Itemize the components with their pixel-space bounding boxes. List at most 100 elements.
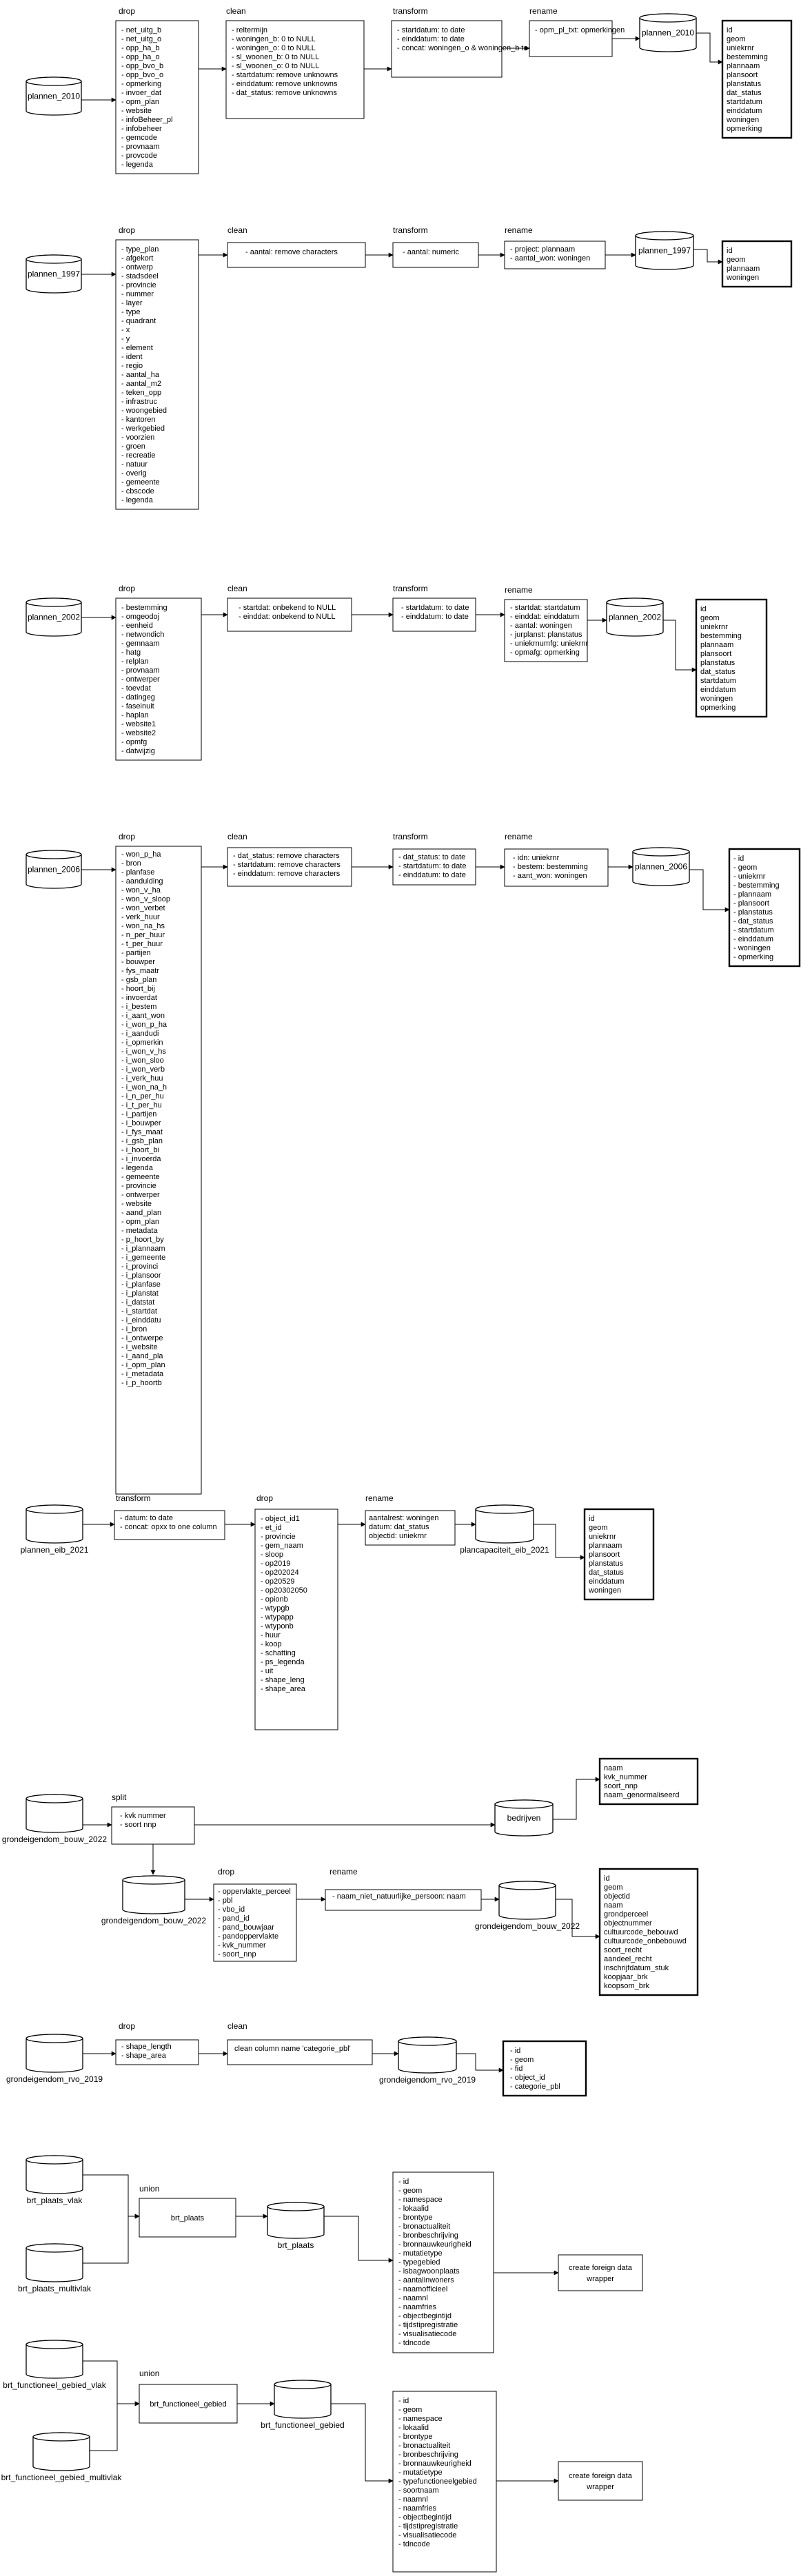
drop-box: - object_id1- et_id- provincie- gem_naam…	[254, 1509, 338, 1730]
output-columns-box: idgeomuniekrnrbestemmingplannaamplansoor…	[695, 598, 768, 718]
output-columns-box-item: - id	[510, 2047, 520, 2055]
drop-box-item: - pbl	[218, 1897, 232, 1905]
output-columns-box-item: uniekrnr	[700, 623, 728, 631]
step-label-drop: drop	[119, 584, 135, 593]
union-name: brt_plaats	[171, 2214, 205, 2222]
source-db-grondeigendom-bouw-2022-label: grondeigendom_bouw_2022	[2, 1834, 107, 1844]
output-columns-box: - id- geom- namespace- lokaalid- brontyp…	[392, 2391, 497, 2573]
union-box	[139, 2384, 238, 2424]
output-columns-box-item: uniekrnr	[727, 44, 754, 52]
rename-box-item: - opm_pl_txt: opmerkingen	[535, 26, 625, 34]
transform-box-item: - startdatum: to date	[398, 862, 466, 870]
rename-box-item: - opmafg: opmerking	[510, 648, 580, 657]
drop-box-item: - relplan	[121, 657, 149, 666]
drop-box-item: - ontwerper	[121, 1191, 160, 1199]
transform-box: - aantal: numeric	[392, 242, 479, 268]
drop-box-item: - ontwerper	[121, 675, 160, 684]
target-db-brt-plaats-label: brt_plaats	[278, 2240, 314, 2250]
target-db-plannen-2002-label: plannen_2002	[609, 613, 661, 622]
drop-box-item: - provnaam	[121, 666, 160, 675]
output-columns-box-item: - uniekrnr	[733, 872, 766, 881]
drop-box-item: - toevdat	[121, 684, 151, 693]
output-columns-box-item: - plannaam	[733, 890, 771, 899]
drop-box-item: - legenda	[121, 1164, 154, 1172]
drop-box-item: - provincie	[261, 1533, 296, 1541]
drop-box-item: - i_startdat	[121, 1307, 157, 1316]
output-columns-box-item: dat_status	[700, 668, 736, 676]
transform-box-item: - einddatum: to date	[401, 613, 469, 621]
drop-box-item: - voorzien	[121, 433, 154, 442]
drop-box-item: - type_plan	[121, 245, 159, 254]
clean-box-item: - dat_status: remove unknowns	[232, 89, 337, 97]
flow-arrow	[556, 1899, 600, 1939]
drop-box-item: - t_per_huur	[121, 940, 163, 948]
output-columns-box-item: woningen	[726, 274, 759, 282]
drop-box-item: - bouwper	[121, 958, 155, 966]
drop-box-item: - won_p_ha	[121, 850, 161, 859]
rename-box: - project: plannaam- aantal_won: woninge…	[504, 241, 606, 269]
output-columns-box-item: id	[589, 1515, 595, 1523]
drop-box-item: - won_v_sloop	[121, 895, 170, 903]
output-columns-box-item: geom	[727, 256, 746, 264]
transform-box-item: - datum: to date	[120, 1514, 173, 1522]
drop-box: - type_plan- afgekort- ontwerp- stadsdee…	[115, 239, 199, 510]
drop-box-item: - i_opm_plan	[121, 1361, 165, 1369]
output-columns-box-item: - bronbeschrijving	[398, 2231, 458, 2240]
step-label-transform: transform	[393, 832, 428, 841]
transform-box-item: - aantal: numeric	[403, 248, 459, 256]
output-columns-box-item: - geom	[398, 2187, 422, 2195]
output-columns-box-item: - isbagwoonplaats	[398, 2267, 460, 2276]
target-db-bedrijven: bedrijven	[494, 1799, 554, 1837]
drop-box-item: - i_datstat	[121, 1298, 154, 1307]
output-columns-box-item: - tijdstipregistratie	[398, 2321, 458, 2329]
output-columns-box-item: - categorie_pbl	[510, 2083, 560, 2091]
drop-box-item: - i_won_v_hs	[121, 1047, 166, 1056]
output-columns-box-item: - visualisatiecode	[398, 2531, 456, 2539]
drop-box-item: - kvk_nummer	[218, 1941, 266, 1950]
drop-box-item: - i_partijen	[121, 1110, 156, 1118]
output-columns-box-item: soort_recht	[604, 1946, 642, 1954]
drop-box-item: - partijen	[121, 949, 151, 957]
drop-box-item: - opp_ha_o	[121, 53, 160, 61]
output-columns-box-item: - objectbegintijd	[398, 2312, 452, 2320]
clean-box: - startdat: onbekend to NULL- einddat: o…	[227, 597, 352, 632]
output-columns-box-item: - geom	[398, 2406, 422, 2414]
source-db-brt-plaats-multivlak: brt_plaats_multivlak	[18, 2243, 92, 2293]
output-columns-box-item: - bronactualiteit	[398, 2222, 450, 2231]
drop-box-item: - wtyponb	[261, 1622, 294, 1631]
output-columns-box-item: planstatus	[700, 659, 736, 667]
drop-box-item: - recreatie	[121, 451, 156, 460]
output-columns-box-item: id	[700, 605, 707, 613]
drop-box-item: - i_won_na_h	[121, 1083, 167, 1092]
drop-box-item: - i_verk_huu	[121, 1074, 163, 1083]
transform-box: - datum: to date- concat: opxx to one co…	[114, 1510, 225, 1540]
output-columns-box-item: - bronactualiteit	[398, 2442, 450, 2450]
rename-box-item: - startdat: startdatum	[510, 604, 580, 612]
output-columns-box: - id- geom- fid- object_id- categorie_pb…	[502, 2040, 587, 2097]
output-columns-box-item: - woningen	[733, 944, 771, 952]
flow-arrow	[693, 249, 723, 265]
drop-box-item: - layer	[121, 299, 143, 307]
rename-box: - opm_pl_txt: opmerkingen	[529, 20, 625, 57]
drop-box-item: - i_einddatu	[121, 1316, 161, 1325]
transform-box: - dat_status: to date- startdatum: to da…	[392, 848, 476, 886]
output-columns-box-item: - lokaalid	[398, 2205, 429, 2213]
output-columns-box-item: - bronnauwkeurigheid	[398, 2240, 472, 2249]
output-columns-box-item: - fid	[510, 2065, 523, 2073]
create-foreign-data-wrapper-box	[558, 2254, 643, 2291]
drop-box-item: - website1	[121, 720, 156, 728]
drop-box: - oppervlakte_perceel- pbl- vbo_id- pand…	[213, 1883, 297, 1962]
drop-box-item: - i_planfase	[121, 1280, 161, 1289]
output-columns-box-item: - soortnaam	[398, 2486, 439, 2495]
rename-box-item: objectid: uniekrnr	[369, 1532, 427, 1540]
target-db-plannen-2010-label: plannen_2010	[642, 28, 694, 38]
drop-box-item: - fys_maatr	[121, 967, 159, 975]
output-columns-box-item: plannaam	[589, 1542, 622, 1550]
drop-box-item: - provcode	[121, 152, 157, 160]
clean-box-item: - woningen_o: 0 to NULL	[232, 44, 316, 52]
source-db-plannen-1997-label: plannen_1997	[28, 269, 80, 279]
output-columns-box-item: cultuurcode_bebouwd	[604, 1928, 678, 1936]
output-columns-box-item: bestemming	[700, 632, 742, 640]
